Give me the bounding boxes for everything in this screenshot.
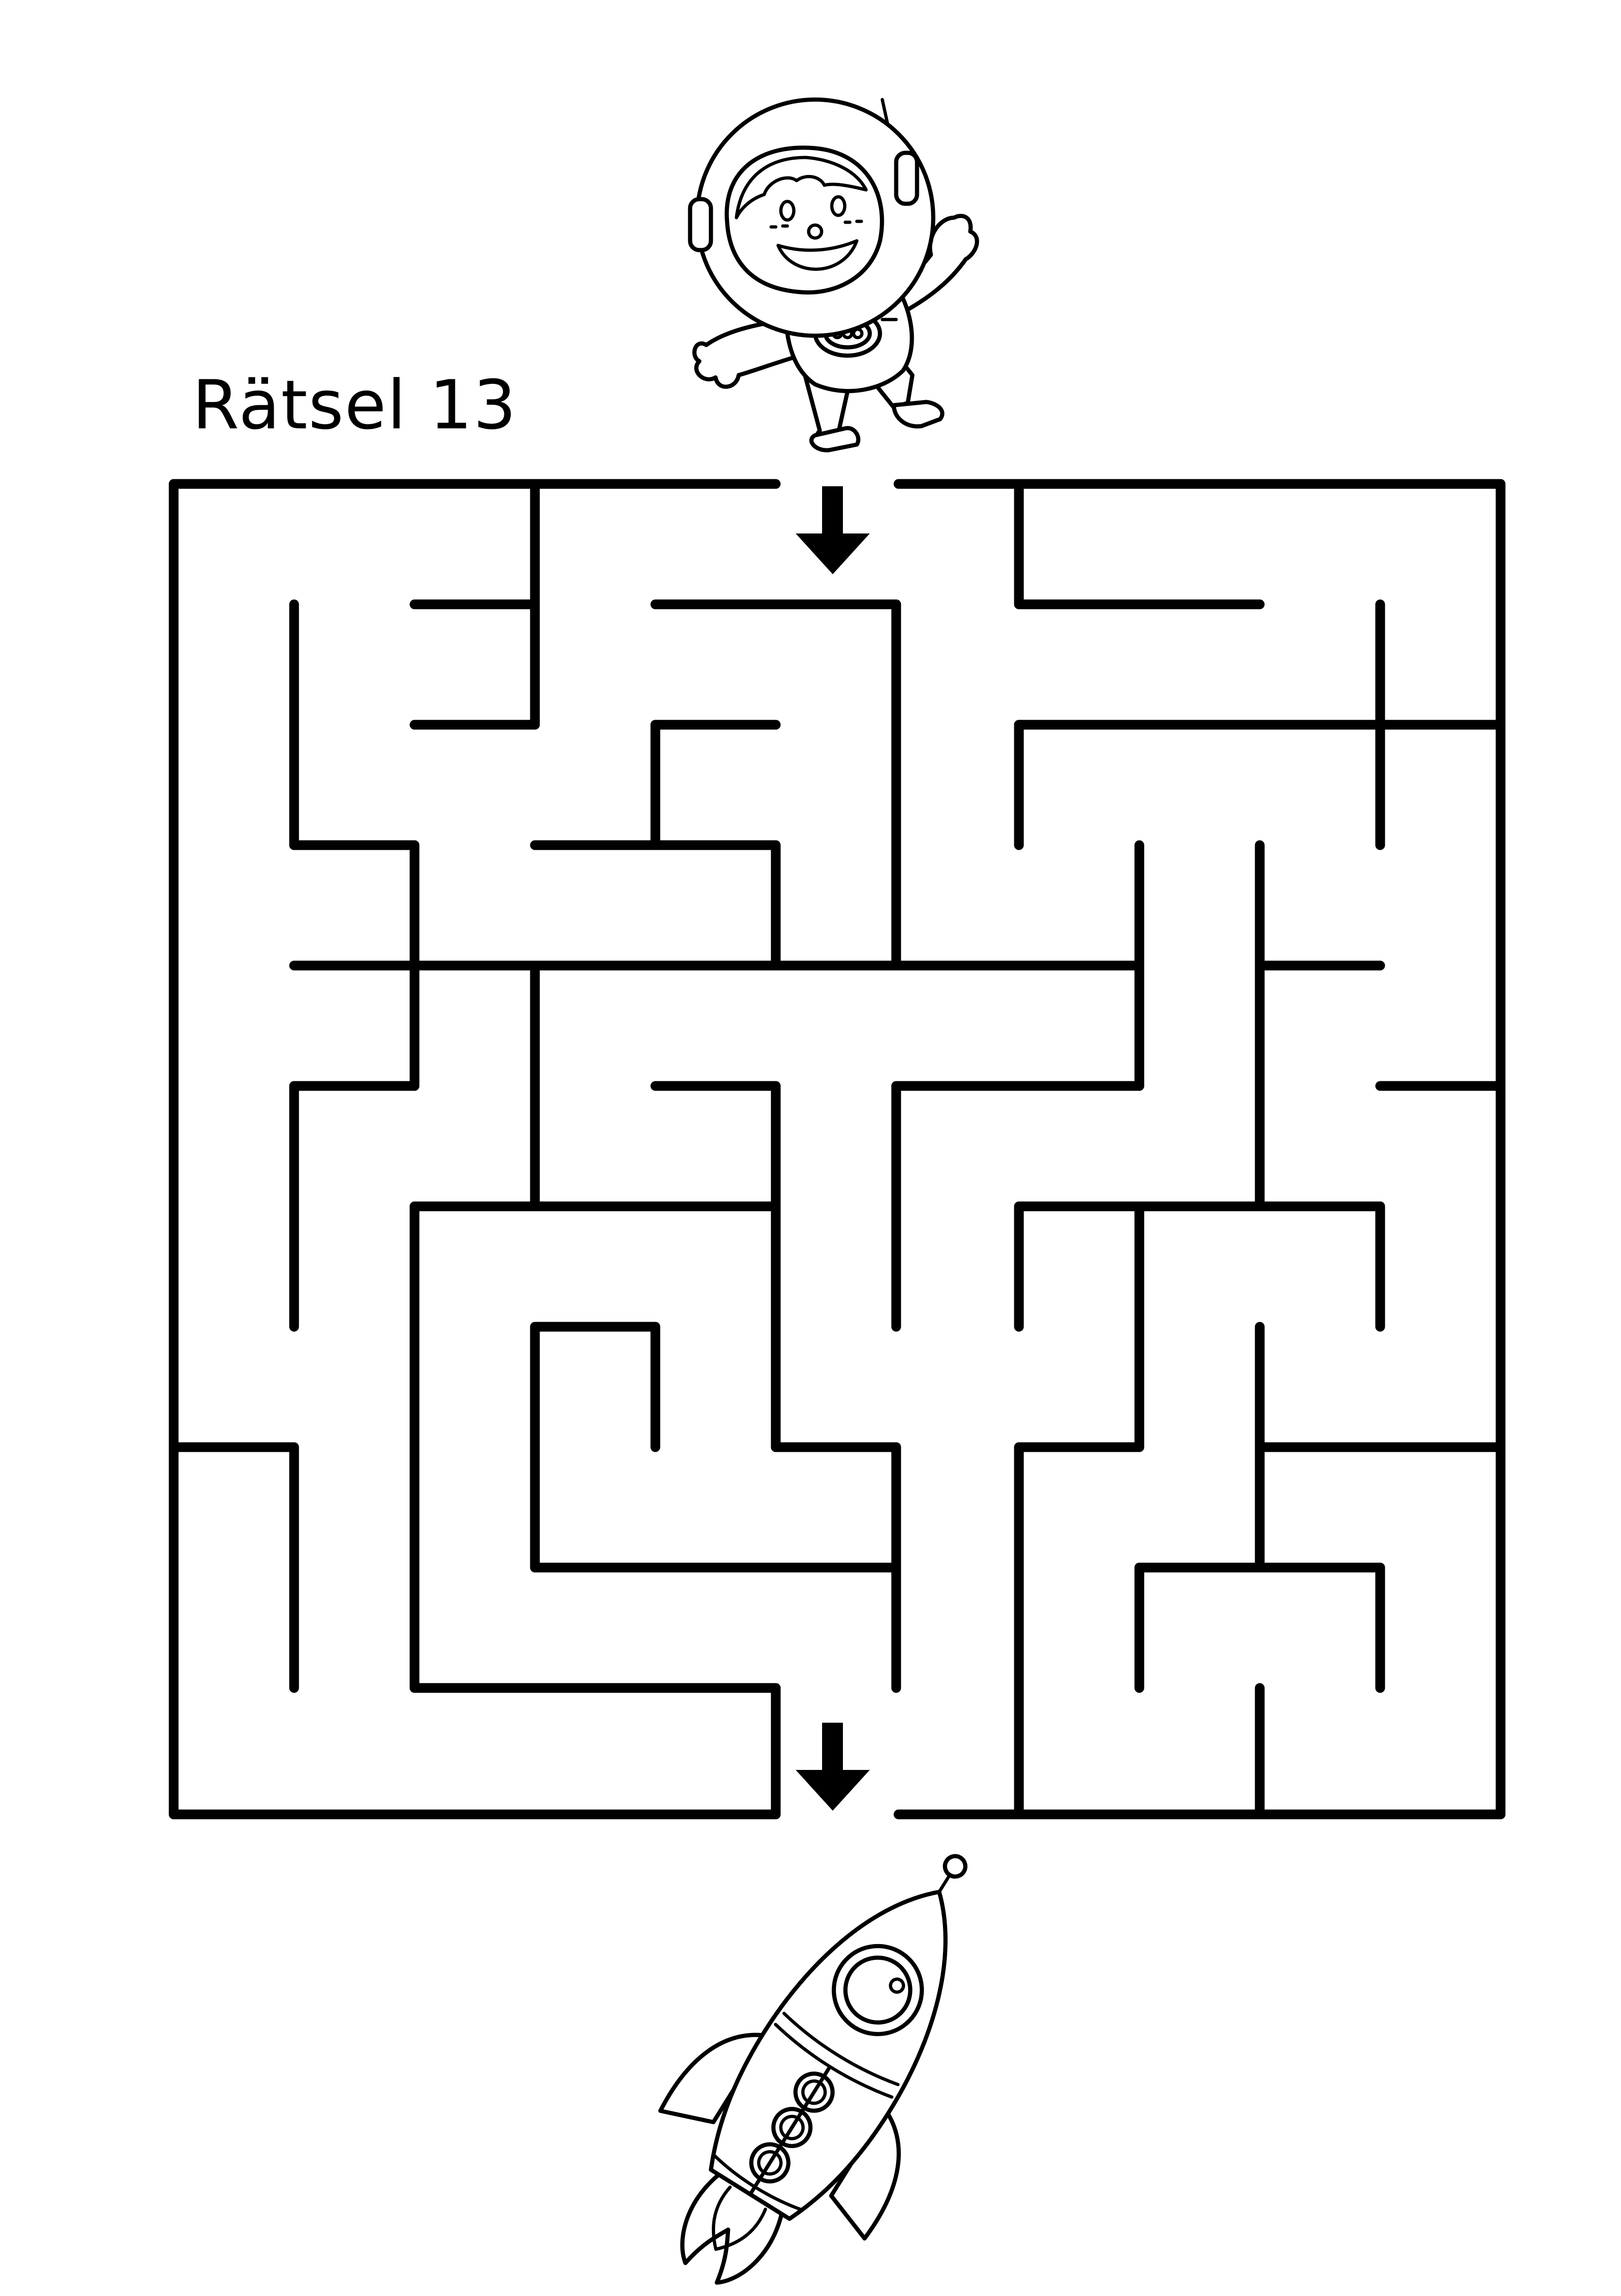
astronaut-icon bbox=[688, 97, 979, 452]
goal-arrow-icon bbox=[796, 1723, 870, 1811]
maze-grid bbox=[169, 479, 1506, 1819]
rocket-icon bbox=[658, 1854, 968, 2285]
start-arrow-icon bbox=[796, 486, 870, 574]
puzzle-title: Rätsel 13 bbox=[192, 366, 517, 445]
